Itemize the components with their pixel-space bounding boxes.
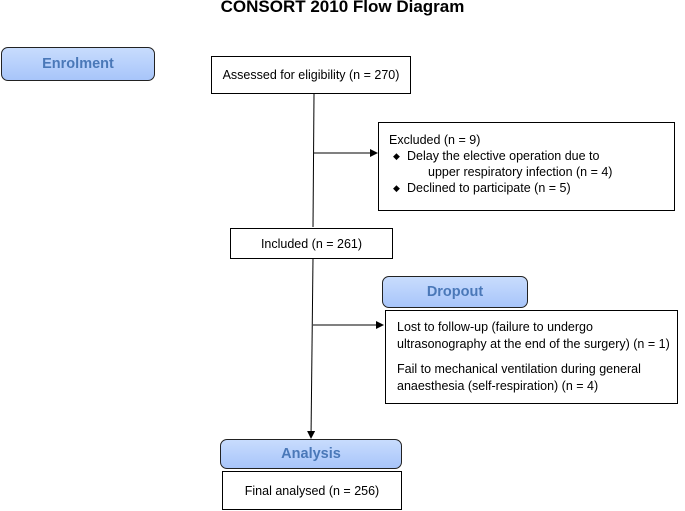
- excluded-heading: Excluded (n = 9): [389, 133, 481, 147]
- excluded-item: ◆ Declined to participate (n = 5): [389, 180, 674, 196]
- excluded-item-line: Declined to participate (n = 5): [407, 181, 571, 195]
- excluded-item-line: Delay the elective operation due to: [407, 149, 600, 163]
- excluded-item: ◆ Delay the elective operation due to up…: [389, 148, 674, 180]
- excluded-item-line: upper respiratory infection (n = 4): [428, 165, 613, 179]
- included-to-analysis-line: [307, 257, 316, 439]
- assessed-text: Assessed for eligibility (n = 270): [222, 68, 400, 82]
- diagram-title: CONSORT 2010 Flow Diagram: [220, 0, 465, 16]
- main-flow-line: [312, 93, 315, 228]
- stage-dropout: Dropout: [382, 276, 528, 308]
- included-box: Included (n = 261): [230, 228, 393, 259]
- dropout-line: Lost to follow-up (failure to undergo: [397, 320, 593, 334]
- final-analysed-box: Final analysed (n = 256): [222, 471, 402, 510]
- stage-analysis: Analysis: [220, 439, 402, 469]
- excluded-box: Excluded (n = 9) ◆ Delay the elective op…: [378, 122, 675, 211]
- dropout-line: ultrasonography at the end of the surger…: [397, 337, 670, 351]
- bullet-diamond-icon: ◆: [393, 183, 400, 193]
- final-analysed-text: Final analysed (n = 256): [244, 483, 380, 498]
- stage-enrolment: Enrolment: [1, 47, 155, 81]
- included-text: Included (n = 261): [260, 236, 363, 251]
- dropout-box: Lost to follow-up (failure to undergo ul…: [385, 310, 678, 404]
- assessed-box: Assessed for eligibility (n = 270): [211, 56, 411, 94]
- bullet-diamond-icon: ◆: [393, 151, 400, 161]
- dropout-line: Fail to mechanical ventilation during ge…: [397, 362, 641, 376]
- dropout-line: anaesthesia (self-respiration) (n = 4): [397, 379, 599, 393]
